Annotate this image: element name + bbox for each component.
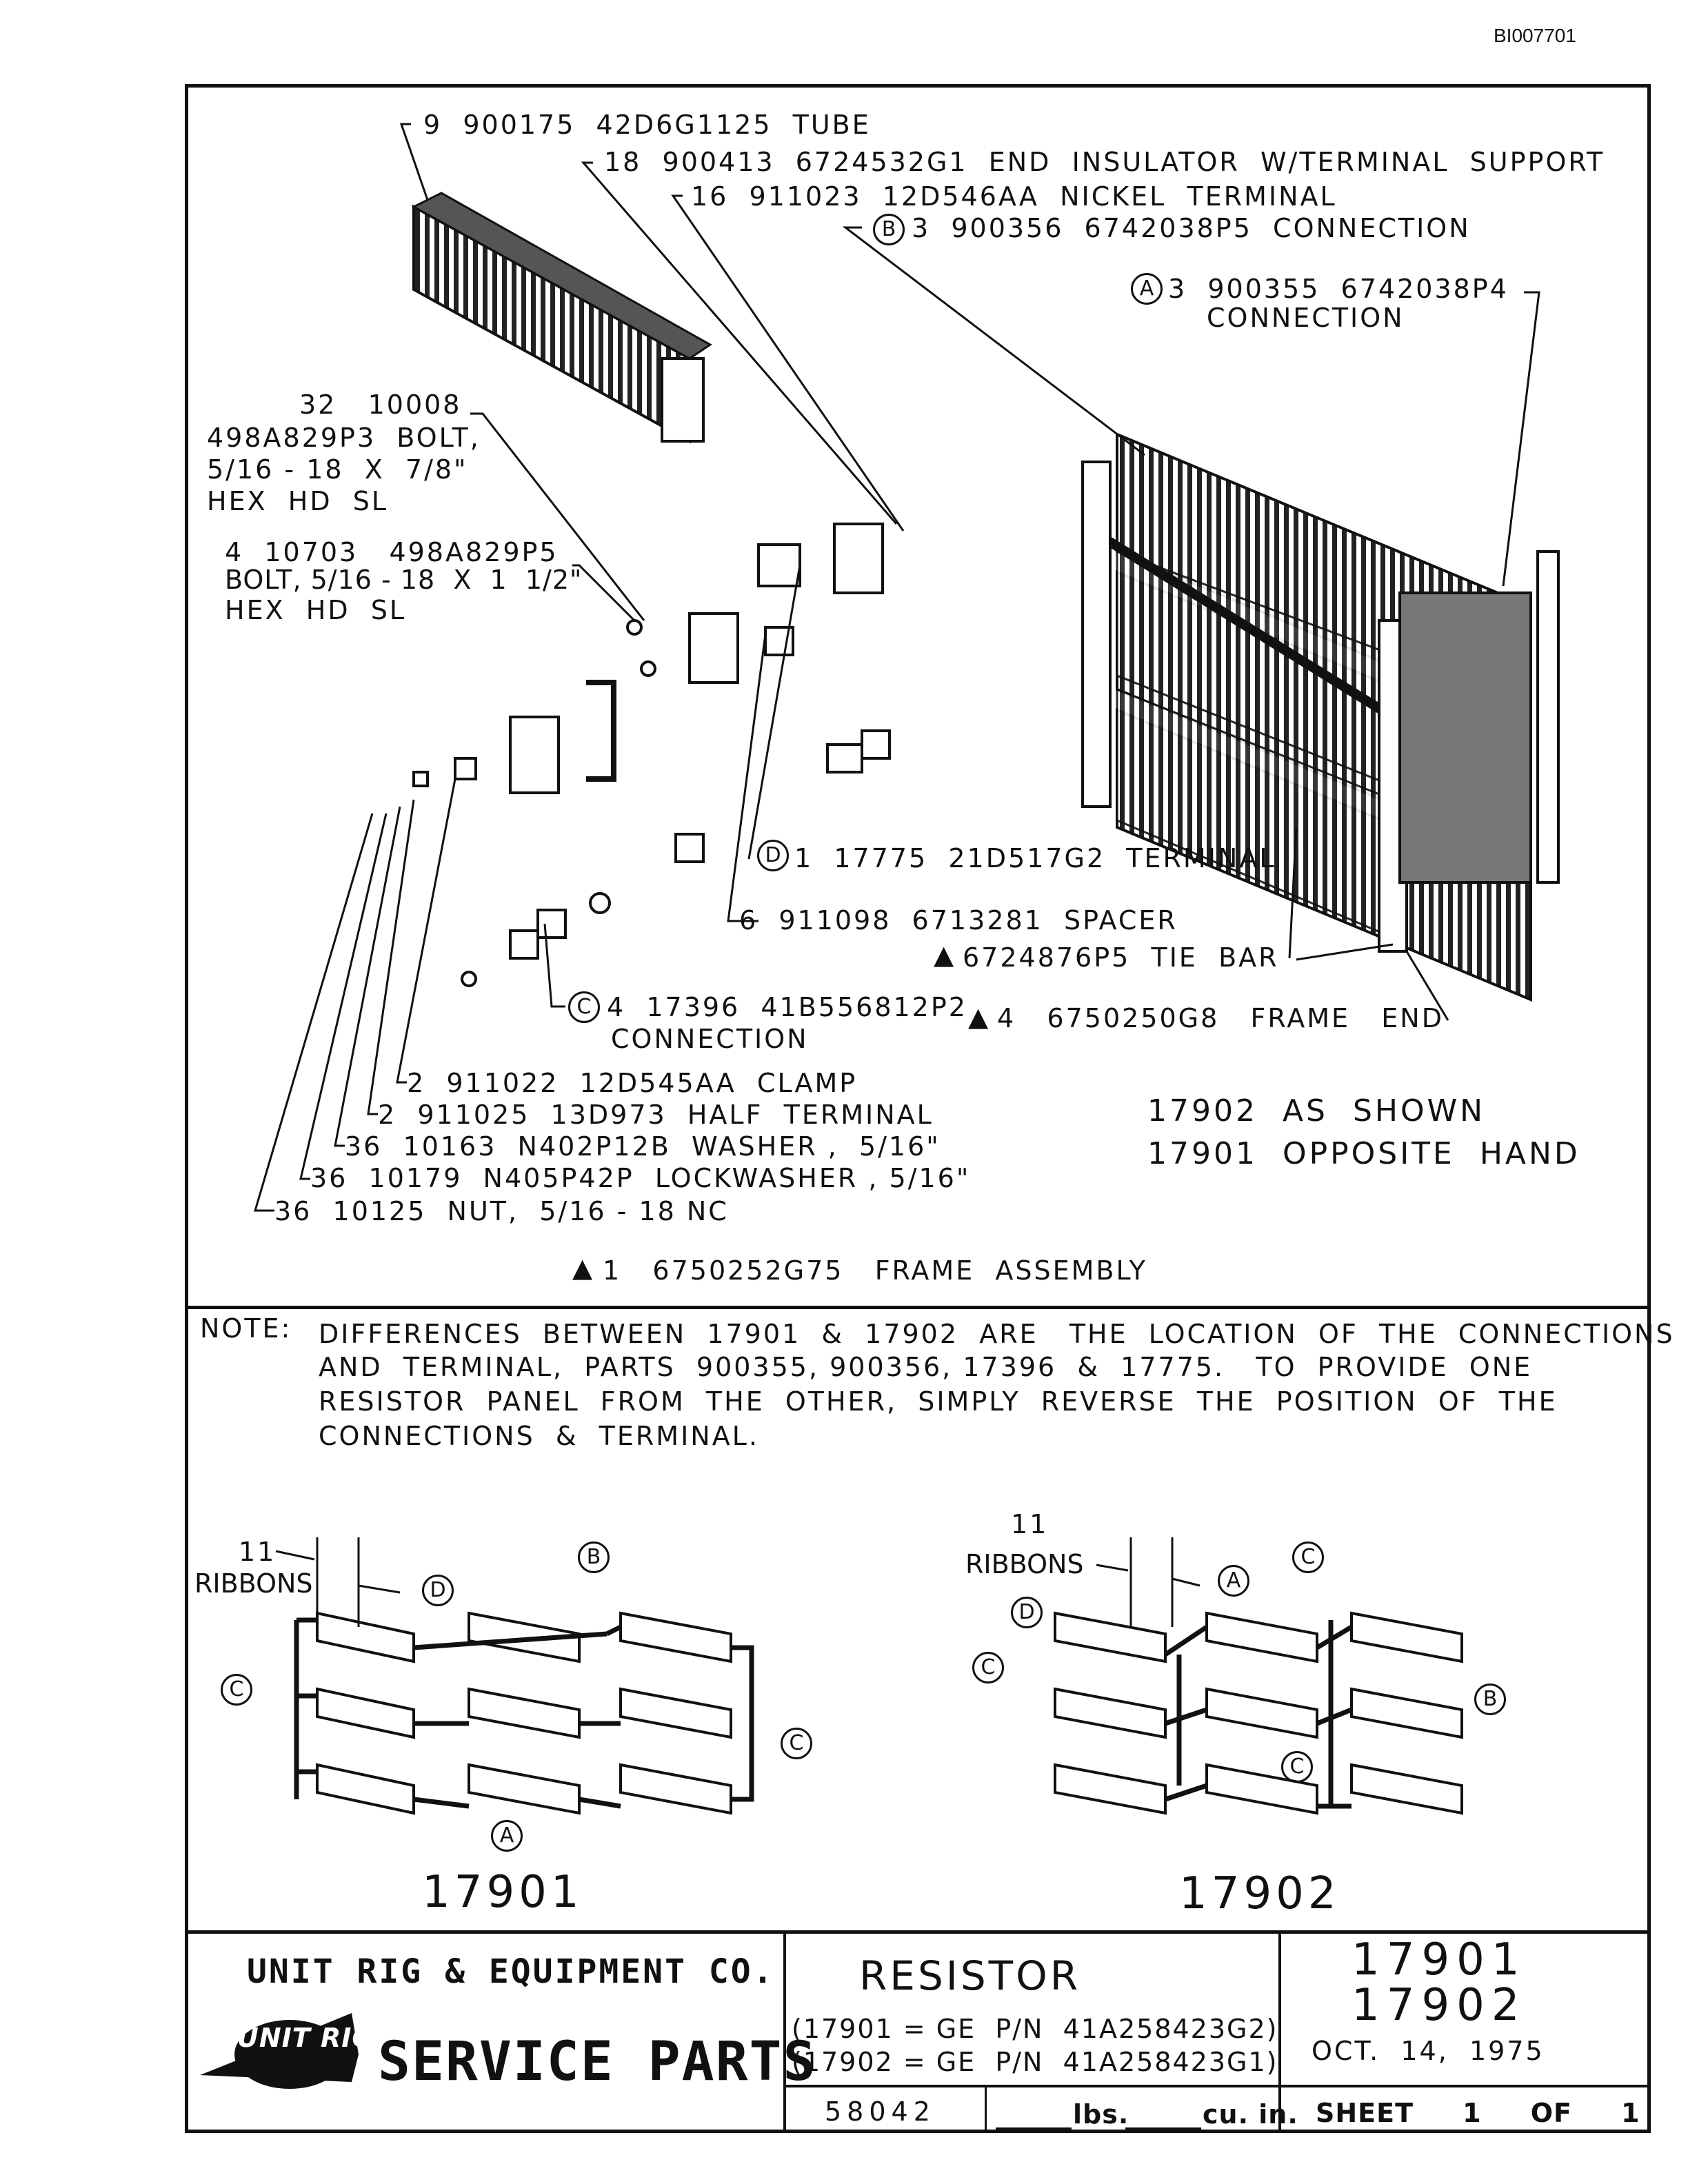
catalog-number: 58042	[825, 2096, 936, 2127]
callout-c-connection-1: 4 17396 41B556812P2	[607, 992, 967, 1022]
schematic-17901	[275, 1537, 754, 1815]
marker-d-left: D	[422, 1575, 454, 1606]
document-id: BI007701	[1494, 25, 1576, 46]
callout-a-connection-1: 3 900355 6742038P4	[1168, 274, 1509, 304]
callout-frame-assembly: 1 6750252G75 FRAME ASSEMBLY	[603, 1255, 1147, 1286]
divider-v1	[783, 1930, 786, 2133]
callout-frame-end: 4 6750250G8 FRAME END	[997, 1003, 1444, 1033]
opposite-hand-label: 17901 OPPOSITE HAND	[1147, 1136, 1580, 1171]
marker-b-top: B	[873, 214, 905, 245]
divider-titleblock	[185, 1930, 1651, 1934]
triangle-icon: ▲	[968, 1002, 991, 1032]
note-label: NOTE:	[200, 1313, 292, 1344]
marker-c-right-mid: C	[1281, 1751, 1313, 1783]
ribbons-label-left: RIBBONS	[194, 1568, 313, 1599]
ge-part-number-2: (17902 = GE P/N 41A258423G1)	[792, 2047, 1278, 2077]
callout-clamp: 2 911022 12D545AA CLAMP	[407, 1068, 858, 1098]
note-line-1: DIFFERENCES BETWEEN 17901 & 17902 ARE TH…	[319, 1319, 1675, 1349]
cuin-label: cu. in.	[1203, 2099, 1298, 2130]
divider-v2	[1278, 1930, 1281, 2133]
marker-c-right-left: C	[972, 1652, 1004, 1684]
leader-lines	[253, 123, 1540, 1212]
callout-lockwasher: 36 10179 N405P42P LOCKWASHER , 5/16"	[310, 1163, 971, 1193]
drawing-frame	[185, 84, 1651, 2133]
resistor-tube-illustration	[411, 192, 712, 444]
marker-b-right: B	[1474, 1684, 1506, 1715]
marker-c-right-top: C	[1292, 1541, 1324, 1573]
schematic-title-17901: 17901	[422, 1867, 583, 1918]
callout-bolt-long-4: HEX HD SL	[207, 486, 389, 516]
lbs-blank	[996, 2127, 1072, 2130]
callout-bolt-long-2: 498A829P3 BOLT,	[207, 423, 481, 453]
callout-bolt-short-2: BOLT, 5/16 - 18 X 1 1/2"	[225, 565, 583, 595]
callout-d-terminal: 1 17775 21D517G2 TERMINAL	[794, 843, 1276, 873]
cuin-blank	[1125, 2127, 1201, 2130]
callout-half-terminal: 2 911025 13D973 HALF TERMINAL	[378, 1100, 934, 1130]
divider-titleblock-mid	[785, 2085, 1651, 2087]
callout-bolt-long-1: 32 10008	[299, 390, 462, 420]
logo-text: UNIT RIG	[237, 2023, 374, 2053]
marker-d-main: D	[757, 840, 789, 871]
company-name: UNIT RIG & EQUIPMENT CO.	[247, 1952, 775, 1991]
callout-bolt-short-3: HEX HD SL	[225, 595, 407, 625]
callout-tube: 9 900175 42D6G1125 TUBE	[423, 110, 871, 140]
model-number-1: 17901	[1352, 1934, 1527, 1985]
marker-c-left-2: C	[781, 1728, 812, 1759]
marker-c-left: C	[221, 1674, 252, 1706]
callout-nut: 36 10125 NUT, 5/16 - 18 NC	[274, 1196, 729, 1226]
callout-nickel-terminal: 16 911023 12D546AA NICKEL TERMINAL	[691, 181, 1337, 212]
marker-c-main: C	[568, 991, 600, 1023]
note-line-3: RESISTOR PANEL FROM THE OTHER, SIMPLY RE…	[319, 1386, 1558, 1417]
schematic-title-17902: 17902	[1179, 1868, 1340, 1919]
ribbons-count-right: 11	[1011, 1509, 1049, 1539]
marker-a-left: A	[491, 1820, 523, 1852]
callout-bolt-short-1: 4 10703 498A829P5	[225, 537, 559, 567]
divider-v3	[985, 2085, 987, 2133]
callout-washer: 36 10163 N402P12B WASHER , 5/16"	[345, 1131, 941, 1162]
callout-tie-bar: 6724876P5 TIE BAR	[963, 942, 1279, 973]
triangle-icon: ▲	[934, 940, 956, 970]
callout-b-connection: 3 900356 6742038P5 CONNECTION	[912, 213, 1471, 243]
marker-d-right: D	[1011, 1597, 1043, 1628]
note-line-2: AND TERMINAL, PARTS 900355, 900356, 1739…	[319, 1352, 1533, 1382]
model-number-2: 17902	[1352, 1980, 1527, 2031]
part-name: RESISTOR	[859, 1952, 1081, 1999]
ge-part-number-1: (17901 = GE P/N 41A258423G2)	[792, 2014, 1278, 2044]
divider-note	[185, 1306, 1651, 1309]
marker-a-right: A	[1218, 1565, 1249, 1597]
ribbons-label-right: RIBBONS	[965, 1549, 1084, 1579]
callout-spacer: 6 911098 6713281 SPACER	[739, 905, 1178, 936]
lbs-label: lbs.	[1073, 2099, 1129, 2130]
callout-end-insulator: 18 900413 6724532G1 END INSULATOR W/TERM…	[604, 147, 1605, 177]
small-parts-illustration	[412, 523, 891, 987]
callout-c-connection-2: CONNECTION	[611, 1024, 809, 1054]
note-line-4: CONNECTIONS & TERMINAL.	[319, 1421, 759, 1451]
marker-b-left: B	[578, 1541, 610, 1573]
service-parts-label: SERVICE PARTS	[378, 2031, 817, 2093]
sheet-count: SHEET 1 OF 1	[1316, 2098, 1640, 2128]
callout-bolt-long-3: 5/16 - 18 X 7/8"	[207, 454, 468, 485]
resistor-panel-illustration	[1081, 432, 1560, 1002]
issue-date: OCT. 14, 1975	[1312, 2036, 1545, 2066]
ribbons-count-left: 11	[239, 1537, 277, 1567]
callout-a-connection-2: CONNECTION	[1207, 303, 1405, 333]
schematic-17902	[1054, 1537, 1463, 1815]
triangle-icon: ▲	[572, 1253, 595, 1283]
as-shown-label: 17902 AS SHOWN	[1147, 1093, 1486, 1129]
marker-a-top: A	[1131, 273, 1163, 305]
